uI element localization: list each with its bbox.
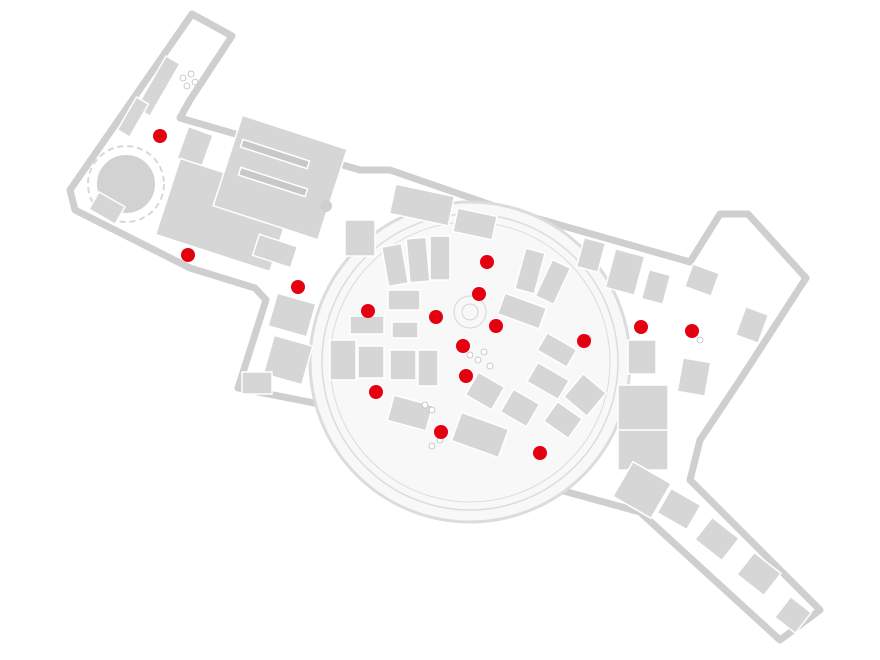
map-marker-poi-8[interactable]	[489, 319, 503, 333]
map-marker-poi-5[interactable]	[429, 310, 443, 324]
map-marker-poi-14[interactable]	[577, 334, 591, 348]
map-marker-poi-9[interactable]	[456, 339, 470, 353]
map-marker-poi-13[interactable]	[533, 446, 547, 460]
map-marker-poi-15[interactable]	[634, 320, 648, 334]
buildings-west	[87, 54, 349, 273]
buildings-east	[575, 236, 813, 635]
map-marker-poi-3[interactable]	[291, 280, 305, 294]
map-marker-poi-6[interactable]	[472, 287, 486, 301]
map-marker-poi-10[interactable]	[459, 369, 473, 383]
buildings-center	[241, 183, 608, 459]
map-marker-poi-1[interactable]	[153, 129, 167, 143]
trees	[179, 70, 704, 450]
poi-markers[interactable]	[153, 129, 699, 460]
map-marker-poi-2[interactable]	[181, 248, 195, 262]
map-marker-poi-11[interactable]	[369, 385, 383, 399]
map-marker-poi-16[interactable]	[685, 324, 699, 338]
map-marker-poi-4[interactable]	[361, 304, 375, 318]
map-marker-poi-7[interactable]	[480, 255, 494, 269]
map-marker-poi-12[interactable]	[434, 425, 448, 439]
